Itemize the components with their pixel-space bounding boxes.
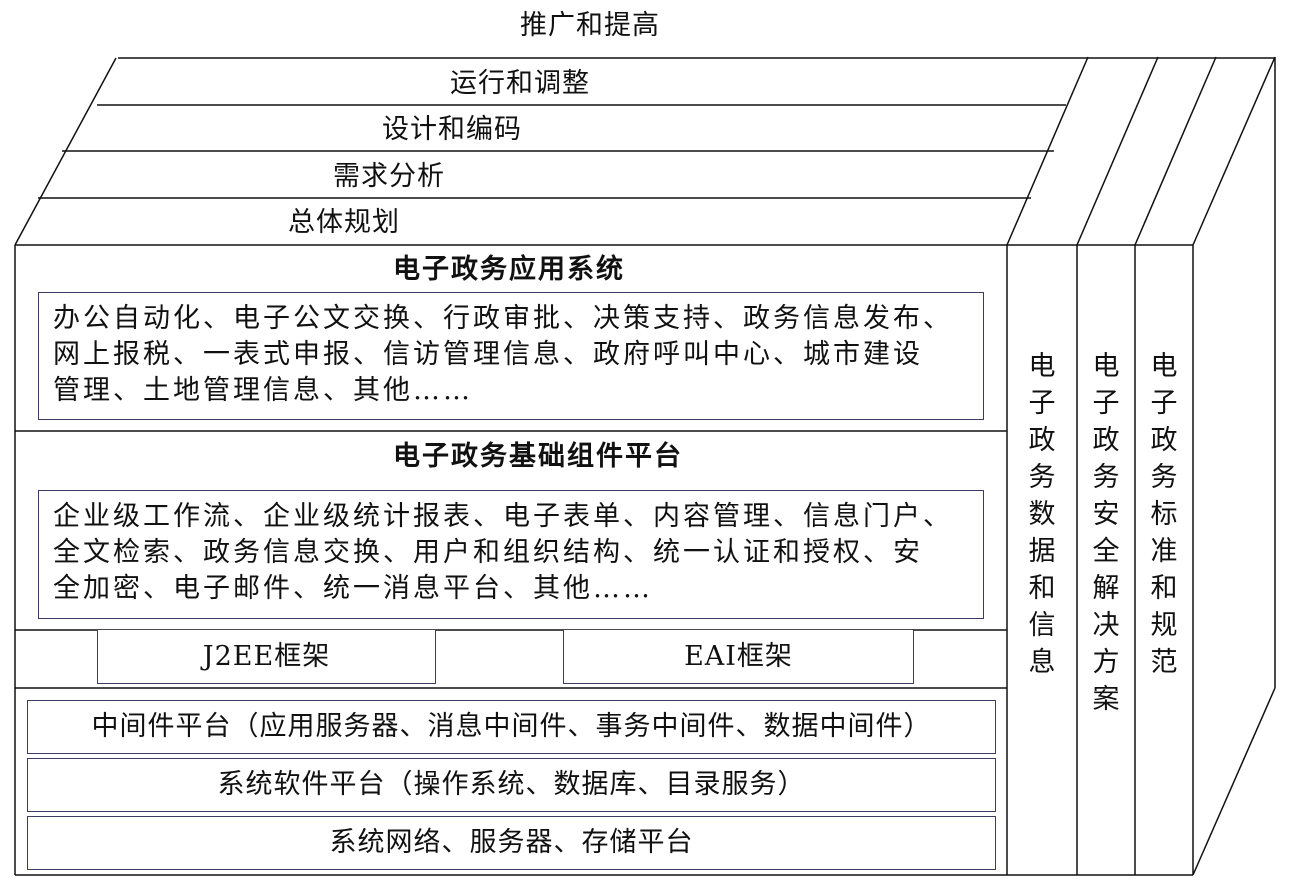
system-software-platform-box: 系统软件平台（操作系统、数据库、目录服务） [27,758,996,812]
column-char: 电 [1150,351,1178,382]
column-char: 子 [1092,388,1120,419]
column-char: 政 [1150,425,1178,456]
column-char: 政 [1028,425,1056,456]
component-platform-list: 企业级工作流、企业级统计报表、电子表单、内容管理、信息门户、 全文检索、政务信息… [53,499,977,607]
column-char: 决 [1092,610,1120,641]
column-char: 电 [1092,351,1120,382]
column-char: 范 [1150,647,1178,678]
layer-label-requirements: 需求分析 [333,161,445,192]
component-line-2: 全文检索、政务信息交换、用户和组织结构、统一认证和授权、安 [53,537,923,568]
column-char: 子 [1150,388,1178,419]
column-char: 息 [1028,647,1056,678]
column-char: 和 [1028,573,1056,604]
column-char: 电 [1028,351,1056,382]
application-system-box: 办公自动化、电子公文交换、行政审批、决策支持、政务信息发布、 网上报税、一表式申… [38,292,984,420]
j2ee-framework-box: J2EE框架 [97,630,436,684]
column-char: 务 [1150,462,1178,493]
j2ee-framework-label: J2EE框架 [202,640,331,672]
column-char: 信 [1028,610,1056,641]
component-platform-box: 企业级工作流、企业级统计报表、电子表单、内容管理、信息门户、 全文检索、政务信息… [38,490,984,619]
eai-framework-label: EAI框架 [684,640,793,672]
column-char: 数 [1028,499,1056,530]
column-char: 全 [1092,536,1120,567]
column-char: 务 [1092,462,1120,493]
network-server-storage-box: 系统网络、服务器、存储平台 [27,816,996,870]
application-line-3: 管理、土地管理信息、其他…… [53,375,473,406]
column-data-and-information: 电 子 政 务 数 据 和 信 息 [1026,348,1058,681]
application-line-2: 网上报税、一表式申报、信访管理信息、政府呼叫中心、城市建设 [53,339,923,370]
right-bottom-diagonal [1192,687,1276,876]
network-server-storage-label: 系统网络、服务器、存储平台 [329,827,694,858]
column-char: 规 [1150,610,1178,641]
column-standards-and-norms: 电 子 政 务 标 准 和 规 范 [1148,348,1180,681]
application-system-title: 电子政务应用系统 [393,254,625,285]
application-system-list: 办公自动化、电子公文交换、行政审批、决策支持、政务信息发布、 网上报税、一表式申… [53,301,977,409]
layer-label-planning: 总体规划 [288,207,400,238]
column-char: 方 [1092,647,1120,678]
column-char: 务 [1028,462,1056,493]
column-char: 和 [1150,573,1178,604]
left-diagonal [14,57,117,246]
application-line-1: 办公自动化、电子公文交换、行政审批、决策支持、政务信息发布、 [53,303,953,334]
component-line-1: 企业级工作流、企业级统计报表、电子表单、内容管理、信息门户、 [53,501,953,532]
component-line-3: 全加密、电子邮件、统一消息平台、其他…… [53,573,653,604]
column-char: 安 [1092,499,1120,530]
column-char: 政 [1092,425,1120,456]
eai-framework-box: EAI框架 [563,630,914,684]
layer-label-operation: 运行和调整 [450,68,590,99]
component-platform-title: 电子政务基础组件平台 [393,441,683,472]
column-char: 标 [1150,499,1178,530]
column-char: 准 [1150,536,1178,567]
column-char: 解 [1092,573,1120,604]
layer-label-promotion: 推广和提高 [520,10,660,41]
column-char: 据 [1028,536,1056,567]
system-software-platform-label: 系统软件平台（操作系统、数据库、目录服务） [217,769,806,800]
layer-label-design-coding: 设计和编码 [382,114,522,145]
middleware-platform-box: 中间件平台（应用服务器、消息中间件、事务中间件、数据中间件） [27,700,996,754]
column-char: 案 [1092,684,1120,715]
column-security-solution: 电 子 政 务 安 全 解 决 方 案 [1090,348,1122,718]
column-char: 子 [1028,388,1056,419]
middleware-platform-label: 中间件平台（应用服务器、消息中间件、事务中间件、数据中间件） [91,711,932,742]
